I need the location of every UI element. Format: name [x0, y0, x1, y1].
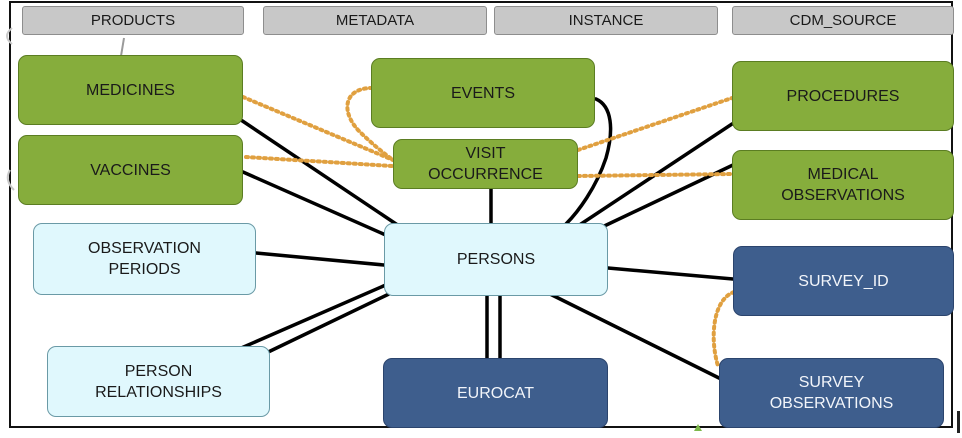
- eurocat-table: EUROCAT: [383, 358, 608, 428]
- link-observation-periods-persons: [254, 251, 386, 267]
- faint-arc-top: [6, 27, 13, 45]
- medical-observations-table: MEDICAL OBSERVATIONS: [732, 150, 954, 220]
- faint-tick: [120, 37, 125, 57]
- link-survey-id-persons: [606, 266, 735, 281]
- survey-observations-table: SURVEY OBSERVATIONS: [719, 358, 944, 428]
- link-person-relationships-persons-b: [260, 291, 393, 357]
- dotted-procedures-visit: [576, 96, 734, 152]
- link-person-relationships-persons-a: [237, 282, 390, 351]
- dotted-events-visit: [345, 86, 395, 162]
- visit-occurrence-table: VISIT OCCURRENCE: [393, 139, 578, 189]
- observation-periods-table: OBSERVATION PERIODS: [33, 223, 256, 295]
- link-medicines-persons: [236, 116, 410, 234]
- vaccines-table: VACCINES: [18, 135, 243, 205]
- link-vaccines-persons: [241, 170, 390, 238]
- dotted-survey-id-survey-observations: [711, 290, 736, 368]
- faint-arc-bottom: [6, 169, 15, 191]
- instance-tab: INSTANCE: [494, 6, 718, 35]
- link-survey-observations-persons: [548, 292, 721, 380]
- metadata-tab: METADATA: [263, 6, 487, 35]
- dotted-vaccines-visit: [244, 155, 394, 168]
- products-tab: PRODUCTS: [22, 6, 244, 35]
- person-relationships-table: PERSON RELATIONSHIPS: [47, 346, 270, 417]
- survey-id-table: SURVEY_ID: [733, 246, 954, 316]
- green-marker: [694, 424, 702, 431]
- events-table: EVENTS: [371, 58, 595, 128]
- procedures-table: PROCEDURES: [732, 61, 954, 131]
- dotted-medical-observations-visit: [576, 172, 734, 178]
- cdm-source-tab: CDM_SOURCE: [732, 6, 954, 35]
- persons-table: PERSONS: [384, 223, 608, 296]
- medicines-table: MEDICINES: [18, 55, 243, 125]
- dotted-medicines-visit: [241, 95, 395, 162]
- edge-marker: [957, 411, 960, 433]
- link-events-persons: [564, 97, 613, 226]
